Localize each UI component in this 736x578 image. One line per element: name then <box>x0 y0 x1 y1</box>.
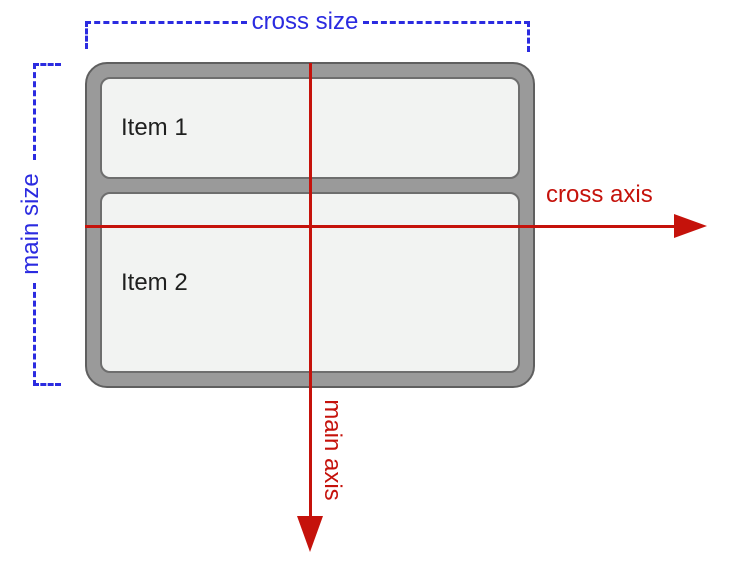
main-size-label: main size <box>17 173 44 275</box>
cross-size-label: cross size <box>251 8 359 35</box>
cross-size-bracket-left <box>85 21 247 49</box>
cross-axis-label: cross axis <box>546 181 653 208</box>
cross-axis-arrowhead-icon <box>674 214 707 238</box>
main-size-bracket-top <box>33 63 61 160</box>
flex-item-2-label: Item 2 <box>121 268 188 296</box>
flex-item-1-label: Item 1 <box>121 114 188 141</box>
main-axis-arrowhead-icon <box>297 516 323 552</box>
main-axis-label: main axis <box>319 399 346 501</box>
cross-size-bracket-right <box>363 21 530 52</box>
main-axis-line <box>309 63 312 517</box>
main-size-bracket-bottom <box>33 283 61 386</box>
cross-axis-line <box>85 225 675 228</box>
